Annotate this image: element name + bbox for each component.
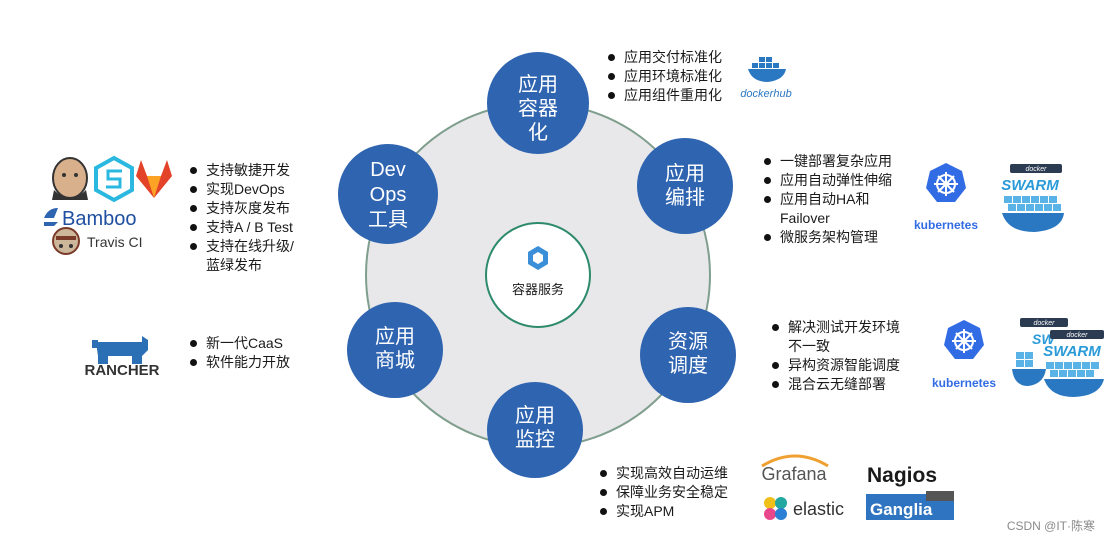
grafana-logo: Grafana <box>761 454 829 484</box>
node-scheduling: 资源 调度 <box>640 307 736 403</box>
bamboo-logo: Bamboo <box>44 208 137 230</box>
list-item: 应用自动弹性伸缩 <box>762 171 892 190</box>
node-container: 应用 容器 化 <box>487 52 589 154</box>
list-item: 实现DevOps <box>188 180 294 199</box>
travis-text: Travis CI <box>87 234 142 250</box>
node-scheduling-line1: 资源 <box>668 330 708 353</box>
kubernetes-logo-2: kubernetes <box>932 320 996 390</box>
swarm-text-1: SWARM <box>1001 177 1059 194</box>
nagios-logo: Nagios <box>867 464 937 487</box>
node-orchestration: 应用 编排 <box>637 138 733 234</box>
devops-bullets: 支持敏捷开发 实现DevOps 支持灰度发布 支持A / B Test 支持在线… <box>188 161 294 275</box>
grafana-text: Grafana <box>761 464 827 484</box>
elastic-logo: elastic <box>764 497 844 520</box>
list-item: 应用组件重用化 <box>606 86 722 105</box>
swarm-text-2: SWARM <box>1043 343 1101 360</box>
list-item: 实现APM <box>598 502 728 521</box>
container-bullets: 应用交付标准化 应用环境标准化 应用组件重用化 <box>606 48 722 105</box>
node-monitoring: 应用 监控 <box>487 382 583 478</box>
center-label: 容器服务 <box>512 282 564 297</box>
node-orchestration-line2: 编排 <box>665 186 705 209</box>
node-store: 应用 商城 <box>347 302 443 398</box>
node-container-line2: 容器 <box>518 97 558 120</box>
node-container-line1: 应用 <box>518 73 558 96</box>
rancher-logo: RANCHER <box>85 336 160 379</box>
elastic-text: elastic <box>793 499 844 519</box>
swarm-small-text-1: docker <box>1025 166 1047 173</box>
kaniko-s-icon <box>94 155 134 203</box>
docker-swarm-logo-1: docker SWARM <box>1001 164 1064 232</box>
kubernetes-text-1: kubernetes <box>914 218 978 232</box>
scheduling-bullets: 解决测试开发环境 不一致 异构资源智能调度 混合云无缝部署 <box>770 318 900 394</box>
list-item: 混合云无缝部署 <box>770 375 900 394</box>
docker-swarm-logo-2: docker SW docker SWARM <box>1012 318 1104 397</box>
list-item: 解决测试开发环境 <box>770 318 900 337</box>
node-devops-line3: 工具 <box>368 209 408 231</box>
orchestration-bullets: 一键部署复杂应用 应用自动弹性伸缩 应用自动HA和 Failover 微服务架构… <box>762 152 892 247</box>
center-circle <box>485 222 591 328</box>
list-item-continued: Failover <box>780 210 830 226</box>
node-monitoring-line2: 监控 <box>515 428 555 451</box>
swarm-small-text-2: docker <box>1033 320 1055 327</box>
kubernetes-logo-1: kubernetes <box>914 163 978 232</box>
list-item: 支持A / B Test <box>188 218 294 237</box>
watermark: CSDN @IT·陈寒 <box>1006 519 1095 533</box>
list-item: 软件能力开放 <box>188 353 290 372</box>
node-orchestration-line1: 应用 <box>665 162 705 185</box>
container-service-icon <box>528 246 548 270</box>
monitoring-bullets: 实现高效自动运维 保障业务安全稳定 实现APM <box>598 464 728 521</box>
bamboo-text: Bamboo <box>62 208 137 230</box>
node-devops-line1: Dev <box>370 159 406 181</box>
svg-text:docker: docker <box>1066 332 1088 339</box>
list-item: 保障业务安全稳定 <box>598 483 728 502</box>
ganglia-text: Ganglia <box>870 500 933 519</box>
list-item: 新一代CaaS <box>188 334 290 353</box>
node-container-line3: 化 <box>528 121 548 144</box>
ganglia-logo: Ganglia <box>866 491 954 520</box>
node-store-line1: 应用 <box>375 325 415 348</box>
node-monitoring-line1: 应用 <box>515 404 555 427</box>
node-store-line2: 商城 <box>375 349 415 372</box>
jenkins-icon <box>52 157 88 200</box>
rancher-text: RANCHER <box>85 362 160 379</box>
list-item-continued: 蓝绿发布 <box>206 257 262 273</box>
list-item: 应用环境标准化 <box>606 67 722 86</box>
list-item: 支持敏捷开发 <box>188 161 294 180</box>
list-item: 异构资源智能调度 <box>770 356 900 375</box>
dockerhub-text: dockerhub <box>740 88 791 100</box>
list-item: 支持在线升级/ <box>188 237 294 256</box>
kubernetes-text-2: kubernetes <box>932 376 996 390</box>
node-devops: Dev Ops 工具 <box>338 144 438 244</box>
store-bullets: 新一代CaaS 软件能力开放 <box>188 334 290 372</box>
dockerhub-logo: dockerhub <box>740 57 792 100</box>
list-item: 支持灰度发布 <box>188 199 294 218</box>
travis-ci-logo: Travis CI <box>52 227 142 255</box>
list-item: 应用交付标准化 <box>606 48 722 67</box>
list-item: 应用自动HA和 <box>762 190 892 209</box>
node-devops-line2: Ops <box>370 184 407 206</box>
gitlab-icon <box>136 160 172 198</box>
list-item: 实现高效自动运维 <box>598 464 728 483</box>
node-scheduling-line2: 调度 <box>668 354 708 377</box>
list-item: 微服务架构管理 <box>762 228 892 247</box>
list-item: 一键部署复杂应用 <box>762 152 892 171</box>
list-item-continued: 不一致 <box>788 338 830 354</box>
